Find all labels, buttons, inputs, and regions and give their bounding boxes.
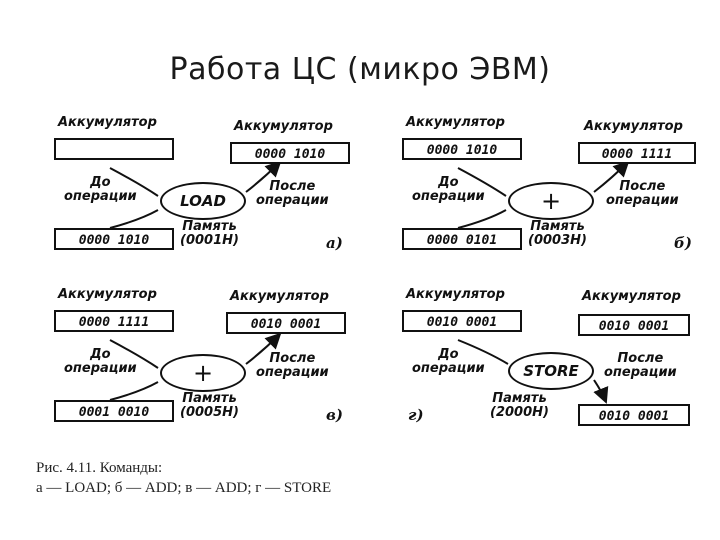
accumulator-before-label: Аккумулятор <box>58 115 157 130</box>
accumulator-before-register: 0010 0001 <box>402 310 522 332</box>
operation-ellipse: + <box>160 354 246 392</box>
memory-address: (2000H) <box>490 405 549 420</box>
after-op-line-2: операции <box>256 193 329 208</box>
operation-ellipse: + <box>508 182 594 220</box>
caption-line-2: а — LOAD; б — ADD; в — ADD; г — STORE <box>36 480 332 496</box>
before-operation-label: До операции <box>412 176 485 204</box>
before-op-line-2: операции <box>64 189 137 204</box>
flow-arrows <box>457 339 609 404</box>
memory-label: Память (0001H) <box>180 220 239 248</box>
caption-line-1: Рис. 4.11. Команды: <box>36 460 163 476</box>
before-op-line-1: До <box>438 347 459 362</box>
accumulator-before-label: Аккумулятор <box>406 115 505 130</box>
after-operation-label: После операции <box>606 180 679 208</box>
accumulator-after-register: 0010 0001 <box>578 314 690 336</box>
memory-cell: 0001 0010 <box>54 400 174 422</box>
before-op-line-2: операции <box>412 361 485 376</box>
before-operation-label: До операции <box>64 176 137 204</box>
accumulator-before-label: Аккумулятор <box>406 287 505 302</box>
panel-tag: в) <box>326 406 343 424</box>
accumulator-after-register: 0010 0001 <box>226 312 346 334</box>
memory-label-text: Память <box>530 219 585 234</box>
memory-cell: 0000 0101 <box>402 228 522 250</box>
accumulator-before-register: 0000 1010 <box>402 138 522 160</box>
panel-tag: г) <box>408 406 424 424</box>
memory-label-text: Память <box>182 391 237 406</box>
memory-address: (0005H) <box>180 405 239 420</box>
accumulator-after-label: Аккумулятор <box>234 119 333 134</box>
accumulator-before-register: 0000 1111 <box>54 310 174 332</box>
memory-cell: 0000 1010 <box>54 228 174 250</box>
accumulator-after-label: Аккумулятор <box>230 289 329 304</box>
diagram-panel-c: Аккумулятор 0000 1111 Аккумулятор 0010 0… <box>50 284 390 434</box>
after-op-line-2: операции <box>256 365 329 380</box>
after-operation-label: После операции <box>256 352 329 380</box>
operation-ellipse: STORE <box>508 352 594 390</box>
before-operation-label: До операции <box>412 348 485 376</box>
before-op-line-2: операции <box>64 361 137 376</box>
operation-ellipse: LOAD <box>160 182 246 220</box>
flow-arrows <box>109 160 282 229</box>
after-op-line-2: операции <box>604 365 677 380</box>
figure-caption: Рис. 4.11. Команды: а — LOAD; б — ADD; в… <box>36 458 331 498</box>
after-op-line-1: После <box>269 179 316 194</box>
memory-address: (0003H) <box>528 233 587 248</box>
accumulator-after-register: 0000 1111 <box>578 142 696 164</box>
before-op-line-1: До <box>90 175 111 190</box>
after-op-line-1: После <box>619 179 666 194</box>
panel-tag: а) <box>326 234 343 252</box>
after-op-line-1: После <box>617 351 664 366</box>
accumulator-before-register <box>54 138 174 160</box>
diagram-panel-b: Аккумулятор 0000 1010 Аккумулятор 0000 1… <box>398 112 720 262</box>
diagram-panel-d: Аккумулятор 0010 0001 Аккумулятор 0010 0… <box>398 284 720 434</box>
after-operation-label: После операции <box>256 180 329 208</box>
after-op-line-2: операции <box>606 193 679 208</box>
accumulator-after-label: Аккумулятор <box>584 119 683 134</box>
flow-arrows <box>457 160 630 229</box>
memory-address: (0001H) <box>180 233 239 248</box>
panel-tag: б) <box>674 234 692 252</box>
memory-label: Память (2000H) <box>490 392 549 420</box>
before-op-line-2: операции <box>412 189 485 204</box>
diagram-panel-a: Аккумулятор Аккумулятор 0000 1010 До опе… <box>50 112 390 262</box>
before-op-line-1: До <box>90 347 111 362</box>
accumulator-after-register: 0000 1010 <box>230 142 350 164</box>
accumulator-before-label: Аккумулятор <box>58 287 157 302</box>
accumulator-after-label: Аккумулятор <box>582 289 681 304</box>
before-op-line-1: До <box>438 175 459 190</box>
memory-label: Память (0005H) <box>180 392 239 420</box>
before-operation-label: До операции <box>64 348 137 376</box>
memory-label: Память (0003H) <box>528 220 587 248</box>
memory-label-text: Память <box>492 391 547 406</box>
slide-title: Работа ЦС (микро ЭВМ) <box>169 52 551 87</box>
after-operation-label: После операции <box>604 352 677 380</box>
memory-cell: 0010 0001 <box>578 404 690 426</box>
flow-arrows <box>109 332 282 401</box>
memory-label-text: Память <box>182 219 237 234</box>
after-op-line-1: После <box>269 351 316 366</box>
